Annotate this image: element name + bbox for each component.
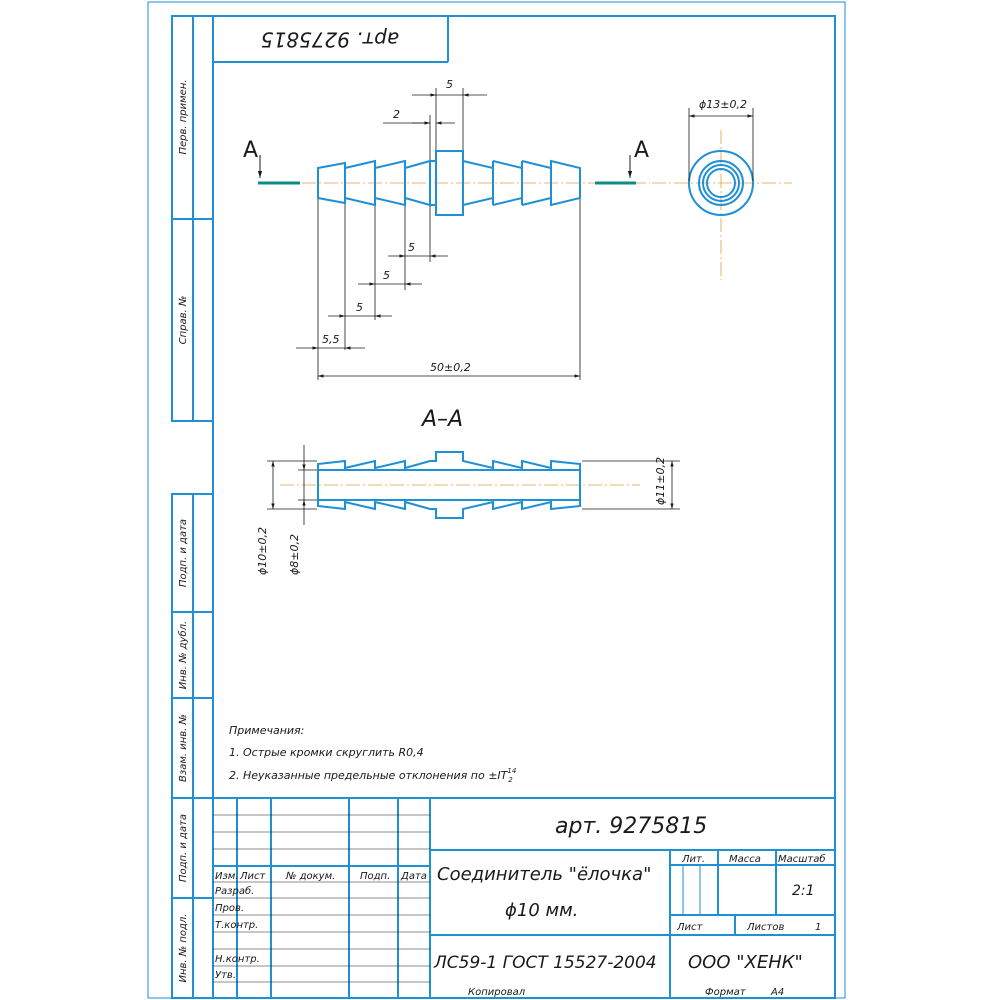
col-data: Дата (400, 871, 427, 882)
side-label-perv-primen: Перв. примен. (178, 79, 189, 154)
section-title: А–А (420, 407, 463, 432)
row-nkontr: Н.контр. (215, 954, 260, 965)
footer-format-label: Формат (705, 987, 747, 998)
title-block-text: арт. 9275815 Соединитель "ёлочка" ϕ10 мм… (215, 814, 826, 981)
title-article: арт. 9275815 (555, 814, 707, 839)
dim-d11: ϕ11±0,2 (654, 457, 667, 505)
dim-5-b: 5 (383, 269, 390, 282)
footer: Копировал Формат А4 (468, 987, 784, 998)
side-label-podp-data-1: Подп. и дата (178, 519, 189, 587)
col-izm: Изм. (215, 871, 239, 882)
row-razrab: Разраб. (215, 885, 254, 897)
title-material: ЛС59-1 ГОСТ 15527-2004 (433, 953, 657, 973)
side-label-inv-dubl: Инв. № дубл. (177, 621, 189, 689)
title-name-line1: Соединитель "ёлочка" (437, 864, 651, 885)
dim-length: 50±0,2 (430, 361, 471, 374)
col-list: Лист (239, 871, 267, 882)
notes-title: Примечания: (229, 724, 304, 737)
section-view: ϕ10±0,2 ϕ8±0,2 ϕ11±0,2 (256, 445, 680, 575)
top-stamp-article: арт. 9275815 (261, 28, 399, 52)
title-name-line2: ϕ10 мм. (505, 900, 578, 921)
title-block-thin-rows (213, 814, 430, 983)
side-label-vzam-inv: Взам. инв. № (178, 714, 189, 782)
masshtab-label: Масштаб (778, 853, 826, 865)
section-mark-left: А (243, 138, 258, 163)
col-podp: Подп. (360, 871, 390, 882)
listov-value: 1 (815, 922, 821, 933)
side-strip (171, 15, 214, 999)
dim-5-c: 5 (356, 301, 363, 314)
row-utv: Утв. (215, 970, 236, 981)
footer-kopiroval: Копировал (468, 987, 526, 998)
dim-5-top: 5 (446, 78, 453, 91)
col-docum: № докум. (285, 871, 335, 882)
note-2-sup: 14 (507, 767, 516, 775)
row-tkontr: Т.контр. (215, 920, 258, 931)
side-view: ϕ13±0,2 (652, 98, 792, 280)
dim-d8: ϕ8±0,2 (288, 534, 301, 575)
title-company: ООО "ХЕНК" (688, 952, 803, 973)
dim-d13: ϕ13±0,2 (699, 98, 747, 111)
note-1: 1. Острые кромки скруглить R0,4 (229, 746, 424, 759)
note-2: 2. Неуказанные предельные отклонения по … (229, 767, 516, 784)
scale-value: 2:1 (792, 883, 815, 899)
note-2-sub: 2 (508, 776, 513, 784)
side-label-inv-podl: Инв. № подл. (178, 914, 189, 983)
row-prov: Пров. (215, 903, 244, 914)
footer-format-value: А4 (770, 987, 784, 998)
section-mark-right: А (634, 138, 649, 163)
list-label: Лист (676, 922, 704, 933)
side-label-sprav-no: Справ. № (178, 296, 189, 345)
massa-label: Масса (729, 854, 761, 865)
front-view: А А (243, 138, 650, 216)
side-labels: Перв. примен. Справ. № Подп. и дата Инв.… (177, 79, 189, 982)
front-dimension-labels: 5 2 5 5 5 5,5 50±0,2 (322, 78, 471, 374)
front-dimensions (296, 88, 581, 380)
listov-label: Листов (746, 922, 784, 933)
lit-label: Лит. (681, 854, 705, 865)
side-label-podp-data-2: Подп. и дата (178, 814, 189, 882)
notes: Примечания: 1. Острые кромки скруглить R… (229, 724, 516, 784)
dim-5-5: 5,5 (322, 333, 340, 346)
dim-d10: ϕ10±0,2 (256, 527, 269, 575)
dim-5-a: 5 (408, 241, 415, 254)
dim-2: 2 (393, 108, 400, 121)
